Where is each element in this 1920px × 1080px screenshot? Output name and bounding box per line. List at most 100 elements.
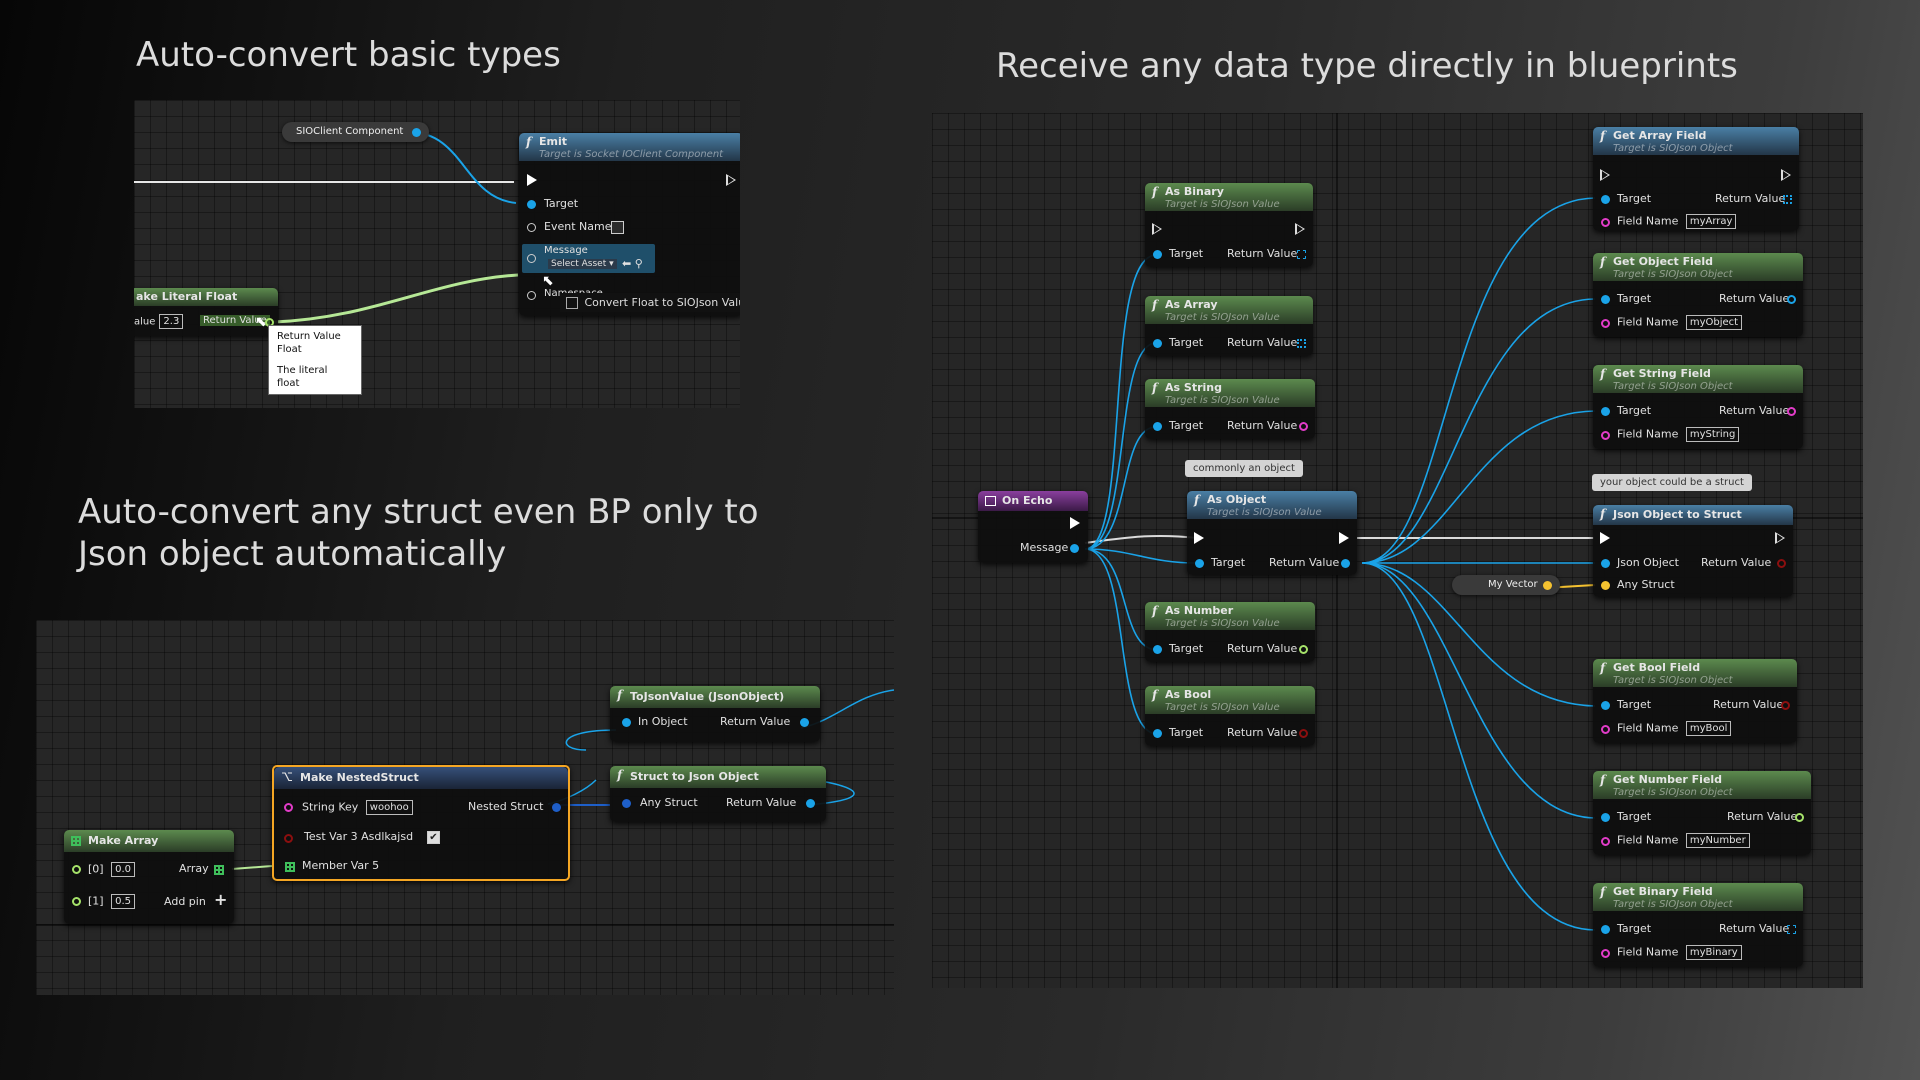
on-echo-message-pin[interactable] — [1070, 544, 1079, 553]
struct-return-pin[interactable] — [1777, 559, 1786, 568]
get-bool-field-node[interactable]: f Get Bool Field Target is SIOJson Objec… — [1593, 659, 1797, 743]
message-pin[interactable] — [527, 254, 536, 263]
binary-return-pin[interactable] — [1787, 925, 1796, 934]
object-return-pin[interactable] — [1341, 559, 1350, 568]
field-name-value[interactable]: myBool — [1685, 721, 1732, 736]
json-object-pin[interactable] — [1601, 559, 1610, 568]
field-name-pin[interactable] — [1601, 319, 1610, 328]
event-name-pin[interactable] — [527, 223, 536, 232]
tojson-value-node[interactable]: f ToJsonValue (JsonObject) In Object Ret… — [610, 686, 820, 742]
field-name-value[interactable]: myArray — [1685, 214, 1737, 229]
json-object-to-struct-node[interactable]: f Json Object to Struct Json Object Retu… — [1593, 505, 1793, 597]
exec-out-pin[interactable] — [1339, 532, 1349, 544]
target-pin[interactable] — [1601, 407, 1610, 416]
tojson-return-pin[interactable] — [800, 718, 809, 727]
add-pin-icon[interactable]: + — [214, 890, 228, 909]
get-binary-field-node[interactable]: f Get Binary Field Target is SIOJson Obj… — [1593, 883, 1803, 967]
exec-in-pin[interactable] — [1152, 223, 1162, 235]
exec-in-pin[interactable] — [1600, 169, 1610, 181]
array-item1-pin[interactable] — [72, 897, 81, 906]
on-echo-event-node[interactable]: On Echo Message — [978, 491, 1088, 563]
on-echo-exec-out[interactable] — [1070, 517, 1080, 529]
get-string-field-node[interactable]: f Get String Field Target is SIOJson Obj… — [1593, 365, 1803, 449]
comment-commonly-object[interactable]: commonly an object — [1185, 460, 1303, 477]
sioclient-component-var[interactable]: SIOClient Component — [282, 122, 430, 142]
target-pin[interactable] — [1601, 813, 1610, 822]
select-asset-dropdown[interactable]: Select Asset ▾ — [548, 259, 617, 269]
bool-return-pin[interactable] — [1781, 701, 1790, 710]
array-item0-pin[interactable] — [72, 865, 81, 874]
get-array-field-node[interactable]: f Get Array Field Target is SIOJson Obje… — [1593, 127, 1799, 231]
string-return-pin[interactable] — [1787, 407, 1796, 416]
nested-struct-out-pin[interactable] — [552, 803, 561, 812]
field-name-value[interactable]: myObject — [1685, 315, 1743, 330]
namespace-pin[interactable] — [527, 291, 536, 300]
make-nested-struct-node[interactable]: ⌥ Make NestedStruct String Key woohoo Ne… — [272, 765, 570, 881]
field-name-pin[interactable] — [1601, 431, 1610, 440]
graph-panel-struct[interactable]: Make Array [0] 0.0 Array [1] 0.5 Add pin… — [36, 620, 894, 995]
exec-out-pin[interactable] — [1775, 532, 1785, 544]
target-pin[interactable] — [1195, 559, 1204, 568]
graph-panel-basic-types[interactable]: SIOClient Component f Emit Target is Soc… — [134, 100, 740, 408]
as-binary-node[interactable]: f As Binary Target is SIOJson Value Targ… — [1145, 183, 1313, 267]
binary-return-pin[interactable] — [1297, 250, 1306, 259]
member-var-pin[interactable] — [285, 862, 295, 872]
target-pin[interactable] — [1601, 195, 1610, 204]
test-var-pin[interactable] — [284, 834, 293, 843]
exec-out-pin[interactable] — [726, 174, 736, 186]
as-string-node[interactable]: f As String Target is SIOJson Value Targ… — [1145, 379, 1315, 439]
struct-to-json-return-pin[interactable] — [806, 799, 815, 808]
get-object-field-node[interactable]: f Get Object Field Target is SIOJson Obj… — [1593, 253, 1803, 337]
field-name-pin[interactable] — [1601, 949, 1610, 958]
array-item1-field[interactable]: 0.5 — [111, 894, 135, 909]
object-return-pin[interactable] — [1787, 295, 1796, 304]
exec-in-pin[interactable] — [527, 174, 537, 186]
field-name-pin[interactable] — [1601, 218, 1610, 227]
number-return-pin[interactable] — [1795, 813, 1804, 822]
target-pin[interactable] — [1601, 295, 1610, 304]
event-name-field[interactable] — [611, 221, 624, 234]
add-pin-label[interactable]: Add pin — [164, 895, 206, 908]
graph-panel-receive[interactable]: On Echo Message f As Binary Target is SI… — [932, 113, 1863, 988]
exec-in-pin[interactable] — [1600, 532, 1610, 544]
array-item0-field[interactable]: 0.0 — [111, 862, 135, 877]
string-key-field[interactable]: woohoo — [365, 800, 413, 815]
as-number-node[interactable]: f As Number Target is SIOJson Value Targ… — [1145, 602, 1315, 662]
use-asset-icon[interactable]: ⬅ ⚲ — [622, 257, 643, 270]
literal-value-field[interactable]: 2.3 — [159, 314, 184, 329]
field-name-pin[interactable] — [1601, 837, 1610, 846]
exec-out-pin[interactable] — [1295, 223, 1305, 235]
as-object-node[interactable]: f As Object Target is SIOJson Value Targ… — [1187, 491, 1357, 575]
field-name-value[interactable]: myBinary — [1685, 945, 1742, 960]
message-pin-highlight[interactable]: Message Select Asset ▾ ⬅ ⚲ — [522, 244, 655, 273]
target-pin[interactable] — [1153, 645, 1162, 654]
as-bool-node[interactable]: f As Bool Target is SIOJson Value Target… — [1145, 686, 1315, 746]
emit-node[interactable]: f Emit Target is Socket IOClient Compone… — [519, 133, 740, 316]
any-struct-pin[interactable] — [1601, 581, 1610, 590]
comment-object-struct[interactable]: your object could be a struct — [1592, 474, 1752, 491]
as-array-node[interactable]: f As Array Target is SIOJson Value Targe… — [1145, 296, 1313, 356]
test-var-checkbox[interactable]: ✔ — [427, 831, 440, 844]
number-return-pin[interactable] — [1299, 645, 1308, 654]
array-output-pin[interactable] — [214, 865, 224, 875]
exec-out-pin[interactable] — [1781, 169, 1791, 181]
target-pin[interactable] — [1601, 925, 1610, 934]
string-return-pin[interactable] — [1299, 422, 1308, 431]
array-return-pin[interactable] — [1297, 339, 1306, 348]
target-pin[interactable] — [1601, 701, 1610, 710]
array-return-pin[interactable] — [1783, 195, 1792, 204]
object-pin-icon[interactable] — [412, 128, 422, 137]
target-pin[interactable] — [1153, 729, 1162, 738]
string-key-pin[interactable] — [284, 803, 293, 812]
in-object-pin[interactable] — [622, 718, 631, 727]
field-name-pin[interactable] — [1601, 725, 1610, 734]
my-vector-var[interactable]: My Vector — [1452, 575, 1560, 595]
vector-pin-icon[interactable] — [1542, 581, 1552, 590]
field-name-value[interactable]: myNumber — [1685, 833, 1750, 848]
struct-to-json-node[interactable]: f Struct to Json Object Any Struct Retur… — [610, 766, 826, 822]
field-name-value[interactable]: myString — [1685, 427, 1740, 442]
target-pin[interactable] — [1153, 250, 1162, 259]
any-struct-pin[interactable] — [622, 799, 631, 808]
exec-in-pin[interactable] — [1194, 532, 1204, 544]
